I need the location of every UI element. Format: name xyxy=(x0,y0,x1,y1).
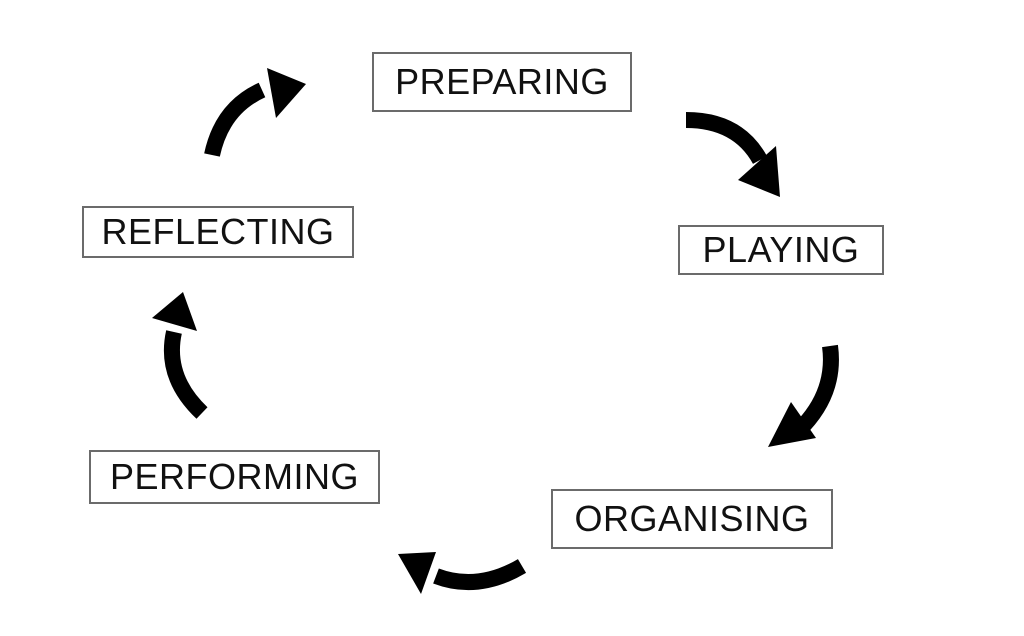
stage-label: PERFORMING xyxy=(109,456,359,497)
stage-reflecting: REFLECTING xyxy=(82,206,354,258)
arrow-reflecting-to-preparing xyxy=(204,68,306,157)
arrow-preparing-to-playing xyxy=(685,112,780,197)
stage-label: PREPARING xyxy=(395,61,609,102)
stage-label: PLAYING xyxy=(702,229,860,270)
stage-label: ORGANISING xyxy=(574,498,810,539)
stage-playing: PLAYING xyxy=(678,225,884,275)
arrow-organising-to-performing xyxy=(398,552,527,594)
stage-label: REFLECTING xyxy=(101,211,335,252)
stage-organising: ORGANISING xyxy=(551,489,833,549)
stage-preparing: PREPARING xyxy=(372,52,632,112)
stage-performing: PERFORMING xyxy=(89,450,380,504)
arrow-performing-to-reflecting xyxy=(152,292,208,419)
arrow-playing-to-organising xyxy=(768,344,839,447)
